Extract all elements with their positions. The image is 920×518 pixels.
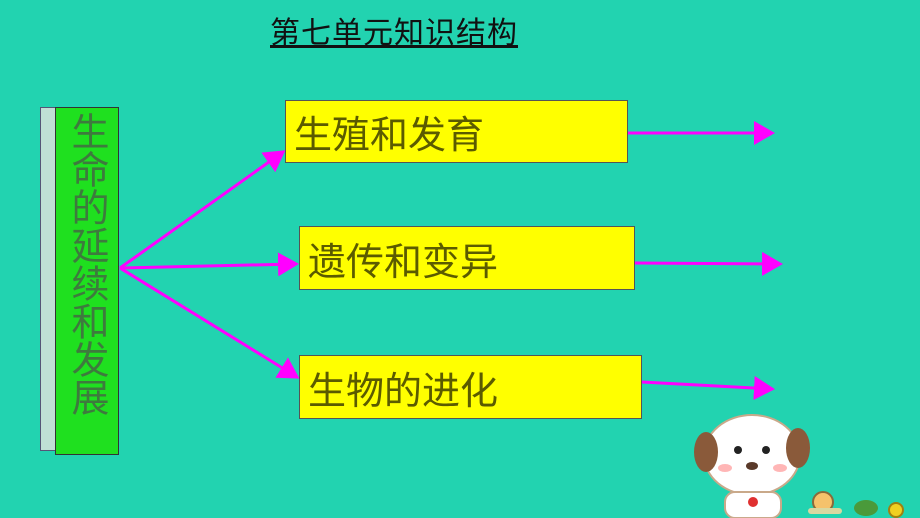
root-node: 生命的延续和发展: [55, 107, 119, 455]
branch-label: 生殖和发育: [294, 113, 485, 157]
snail-illustration: [808, 491, 842, 514]
arrow-out-2: [634, 251, 783, 276]
branch-label: 遗传和变异: [308, 239, 499, 284]
small-decor: [854, 500, 904, 518]
arrow-to-branch-3: [119, 266, 300, 379]
branch-reproduction-development: 生殖和发育: [285, 100, 628, 163]
page-title: 第七单元知识结构: [270, 16, 518, 51]
puppy-illustration: [694, 414, 810, 518]
root-label: 生命的延续和发展: [65, 112, 109, 416]
branch-evolution: 生物的进化: [299, 355, 642, 419]
branch-label: 生物的进化: [308, 368, 499, 413]
branch-heredity-variation: 遗传和变异: [299, 226, 635, 290]
arrow-to-branch-2: [119, 252, 299, 277]
arrow-out-3: [641, 376, 775, 401]
arrow-to-branch-1: [119, 150, 286, 270]
